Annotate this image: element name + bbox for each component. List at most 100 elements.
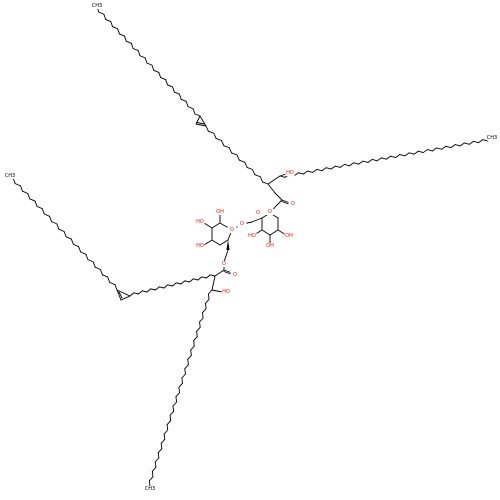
ho-left-2-label-text: HO xyxy=(196,219,204,225)
lower-cyclopropene-ring xyxy=(116,289,122,301)
lower-alkyl-chain-a xyxy=(80,251,87,255)
lower-alkyl-chain-a xyxy=(114,284,118,291)
lower-long-chain xyxy=(202,312,204,319)
upper-alkyl-chain-a xyxy=(103,13,107,20)
lower-alkyl-chain-b xyxy=(197,276,203,281)
upper-alkyl-chain-a xyxy=(117,28,120,35)
upper-alkyl-chain-a xyxy=(110,21,114,28)
lower-alkyl-chain-a xyxy=(63,231,67,238)
lower-long-chain xyxy=(207,289,213,295)
lower-alkyl-chain-a xyxy=(29,198,36,202)
upper-right-long-chain xyxy=(297,172,304,175)
lower-alkyl-chain-a xyxy=(27,193,31,200)
left-glucose-ring xyxy=(211,222,221,229)
upper-right-long-chain xyxy=(441,145,447,150)
upper-right-long-chain xyxy=(395,154,401,158)
lower-alkyl-chain-b xyxy=(192,278,199,281)
lower-alkyl-chain-b xyxy=(158,286,165,289)
lower-alkyl-chain-a xyxy=(41,208,45,215)
upper-right-long-chain xyxy=(334,165,341,168)
lower-alpha-bond xyxy=(211,275,216,291)
lower-alkyl-chain-a xyxy=(94,266,101,270)
lower-alkyl-chain-b xyxy=(172,282,177,287)
upper-alkyl-chain-a xyxy=(185,101,189,108)
o-ester-lower-label-text: O xyxy=(222,261,226,267)
left-glucose-ring xyxy=(219,239,229,246)
oh-right-3-label: OH xyxy=(284,233,294,239)
left-ring-ch2-o-bond xyxy=(223,249,229,263)
upper-alkyl-chain-b xyxy=(231,152,238,156)
bond-layer xyxy=(7,6,493,487)
lower-alkyl-chain-a xyxy=(102,274,109,278)
upper-cyclopropene-ring xyxy=(195,123,207,127)
lower-alkyl-chain-b xyxy=(180,280,186,285)
upper-alkyl-chain-a xyxy=(178,93,182,100)
upper-alkyl-chain-b xyxy=(207,130,215,134)
upper-right-long-chain xyxy=(399,154,406,157)
lower-alkyl-chain-b xyxy=(138,290,143,295)
lower-long-chain xyxy=(187,358,189,366)
o-ring-right-label-text: O xyxy=(256,210,260,216)
lower-alkyl-chain-a xyxy=(49,215,53,223)
lower-alkyl-chain-b xyxy=(209,274,216,277)
lower-long-chain xyxy=(172,405,175,412)
upper-alkyl-chain-b xyxy=(215,138,222,141)
lower-long-chain xyxy=(207,293,210,300)
upper-ester-o-bond xyxy=(275,199,283,207)
lower-alkyl-chain-b xyxy=(163,284,169,289)
upper-right-long-chain xyxy=(385,155,392,160)
lower-alkyl-chain-a xyxy=(109,281,116,286)
lower-alkyl-chain-a xyxy=(87,259,94,263)
upper-alkyl-chain-a xyxy=(137,50,141,57)
upper-right-long-chain xyxy=(349,162,355,167)
o-glycosidic-label: O xyxy=(237,221,247,227)
lower-long-chain xyxy=(157,448,163,454)
lower-alkyl-chain-a xyxy=(36,205,43,210)
oh-right-2-label: OH xyxy=(265,243,275,249)
lower-alkyl-chain-b xyxy=(189,278,194,283)
lower-long-chain xyxy=(193,340,195,347)
lower-long-chain xyxy=(184,364,189,370)
ch3-left-label: CH3 xyxy=(5,173,15,179)
lower-long-chain xyxy=(160,442,163,450)
upper-right-long-chain xyxy=(450,144,456,149)
upper-right-long-chain xyxy=(427,149,433,152)
lower-alkyl-chain-b xyxy=(184,280,190,283)
lower-long-chain xyxy=(151,470,154,478)
oh-left-1-label-text: OH xyxy=(216,209,224,215)
ho-lower-chain-label-text: HO xyxy=(222,289,230,295)
upper-alkyl-chain-a xyxy=(167,84,173,88)
lower-long-chain xyxy=(151,466,157,472)
lower-alkyl-chain-a xyxy=(72,243,80,248)
lower-cyclopropene-ring xyxy=(120,295,131,301)
o-ester-lower-label: O xyxy=(219,261,229,267)
upper-alkyl-chain-b xyxy=(221,140,225,147)
lower-long-chain xyxy=(190,345,195,351)
upper-alkyl-chain-b xyxy=(259,176,264,183)
o-ester-upper-carbonyl-label: O xyxy=(288,201,298,207)
ch3-right-label: CH3 xyxy=(487,135,497,141)
lower-long-chain xyxy=(187,354,192,360)
upper-alkyl-chain-b xyxy=(236,154,240,161)
lower-alkyl-chain-a xyxy=(43,213,51,217)
upper-right-long-chain xyxy=(404,152,410,157)
upper-alkyl-chain-b xyxy=(223,145,230,149)
lower-alkyl-chain-b xyxy=(201,276,207,279)
upper-alkyl-chain-b xyxy=(244,161,248,168)
lower-alkyl-chain-b xyxy=(129,292,135,297)
lower-long-chain xyxy=(166,424,169,431)
upper-right-long-chain xyxy=(482,139,489,142)
upper-hydroxy-carbon-bond xyxy=(267,175,281,185)
lower-alkyl-chain-b xyxy=(167,284,173,287)
ho-left-2-label: HO xyxy=(195,219,205,225)
lower-alkyl-chain-b xyxy=(146,288,152,293)
upper-alkyl-chain-a xyxy=(125,40,132,44)
lower-alkyl-chain-a xyxy=(34,200,38,207)
lower-long-chain xyxy=(148,480,151,487)
lower-long-chain xyxy=(148,476,154,482)
lower-alkyl-chain-a xyxy=(70,238,74,245)
lower-alkyl-chain-b xyxy=(175,282,182,285)
lower-long-chain xyxy=(184,368,186,375)
